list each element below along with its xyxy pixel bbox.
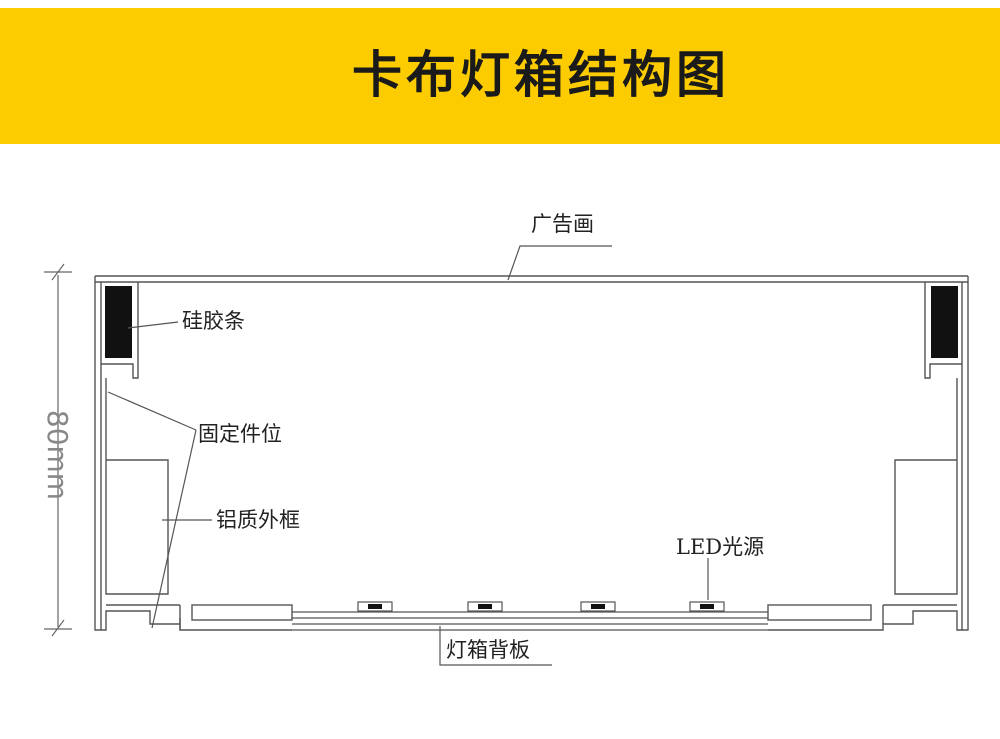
- advertising-panel: [95, 275, 968, 283]
- leader-lines: [107, 245, 709, 666]
- silicone-strip-right: [931, 286, 958, 358]
- label-led-source: LED光源: [676, 535, 764, 559]
- label-back-panel: 灯箱背板: [446, 638, 530, 662]
- page-title: 卡布灯箱结构图: [352, 46, 730, 104]
- label-silicone-strip: 硅胶条: [182, 309, 245, 333]
- right-aluminum-frame: [767, 276, 969, 631]
- led-unit: [357, 601, 393, 612]
- label-advertising-panel: 广告画: [531, 212, 594, 236]
- left-aluminum-frame: [94, 276, 293, 631]
- label-fixing-position: 固定件位: [198, 422, 282, 446]
- led-unit: [580, 601, 616, 612]
- led-light-sources: [357, 601, 725, 612]
- title-banner: 卡布灯箱结构图: [0, 8, 1000, 144]
- led-unit: [689, 601, 725, 612]
- dimension-line: [44, 263, 72, 637]
- label-aluminum-frame: 铝质外框: [216, 508, 300, 532]
- silicone-strip-left: [105, 286, 132, 358]
- dimension-label: 80mm: [41, 410, 74, 500]
- back-panel: [292, 611, 768, 631]
- led-unit: [467, 601, 503, 612]
